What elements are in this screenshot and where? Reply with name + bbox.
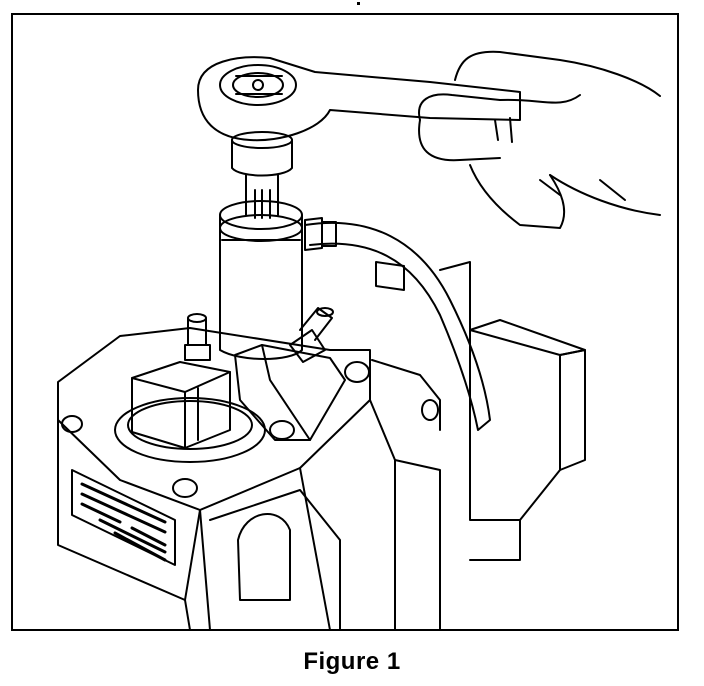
hand — [418, 50, 661, 229]
valve-body — [57, 327, 441, 631]
regulator-housing — [234, 344, 346, 441]
dish — [114, 397, 266, 463]
solenoid — [131, 361, 231, 449]
socket-extension — [231, 131, 293, 219]
speck-mark — [357, 2, 360, 5]
hose — [304, 217, 491, 431]
figure-caption: Figure 1 — [303, 648, 401, 675]
fittings — [184, 307, 334, 363]
ratchet-wrench — [197, 56, 521, 142]
rear-housing — [439, 261, 586, 561]
figure-frame — [11, 13, 679, 631]
